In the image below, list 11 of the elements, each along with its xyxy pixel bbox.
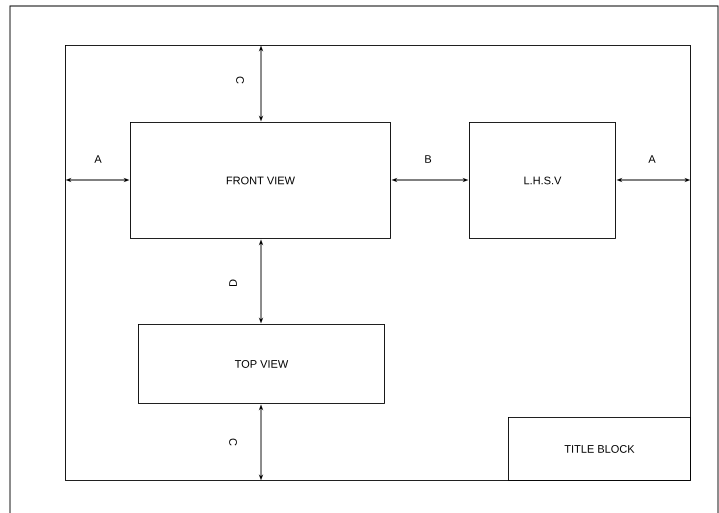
edge-label: A — [94, 155, 102, 163]
view-box: L.H.S.V — [469, 122, 616, 239]
edge-label: C — [236, 76, 244, 84]
title-block: TITLE BLOCK — [508, 417, 691, 481]
edge-label: B — [425, 155, 432, 163]
view-box: TOP VIEW — [138, 324, 385, 404]
drawing-frame — [65, 45, 691, 481]
view-box: FRONT VIEW — [130, 122, 391, 239]
edge-label: A — [648, 155, 656, 163]
edge-label: D — [229, 280, 237, 286]
edge-label: C — [229, 438, 237, 446]
